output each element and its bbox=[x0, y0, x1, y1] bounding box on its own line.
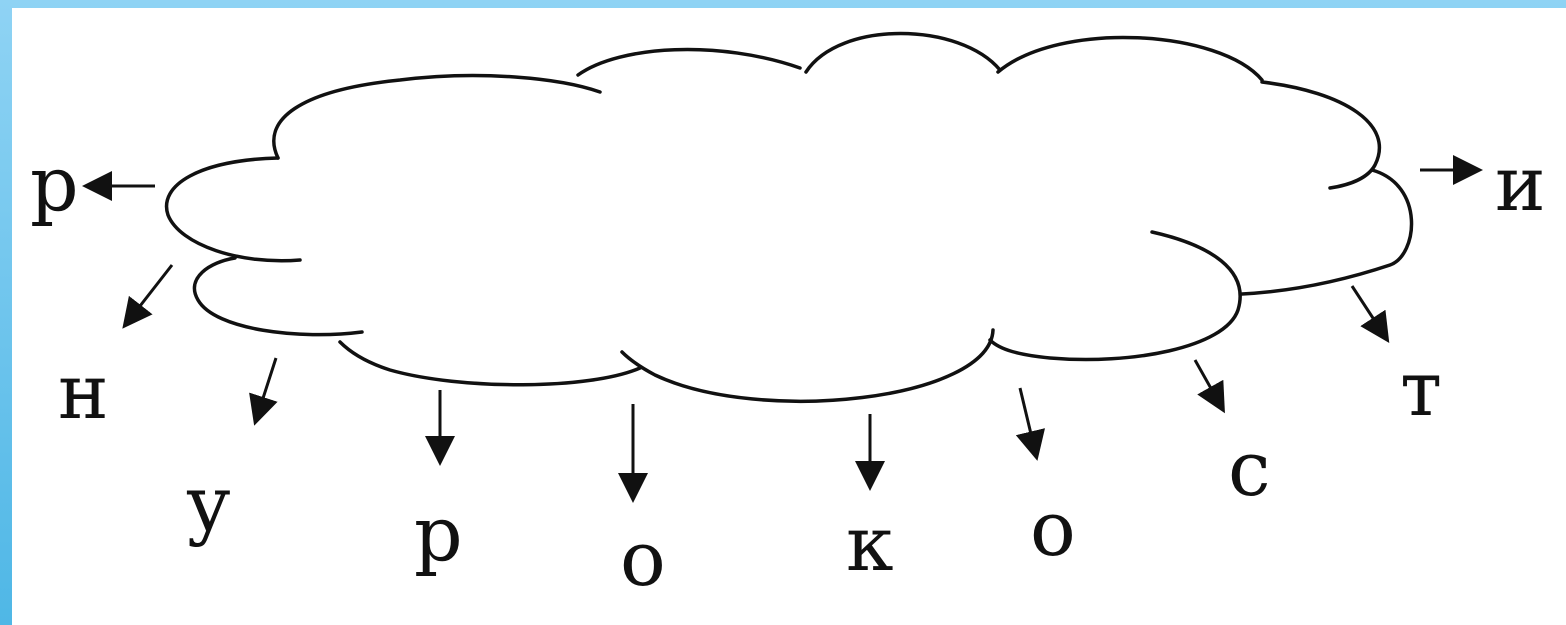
arrows bbox=[82, 155, 1483, 503]
letter-1: р bbox=[30, 139, 79, 228]
arrow-down-4 bbox=[1015, 387, 1046, 461]
letter-8: с bbox=[1228, 424, 1271, 513]
letter-7: о bbox=[1030, 484, 1076, 573]
letter-5: о bbox=[620, 514, 666, 603]
arrow-down-left-2 bbox=[249, 357, 278, 426]
letters: р н у р о к о с т и bbox=[30, 139, 1546, 603]
arrow-down-right-2 bbox=[1350, 285, 1390, 344]
cloud-outline bbox=[164, 31, 1414, 403]
arrow-down-left-1 bbox=[122, 264, 174, 329]
letter-6: к bbox=[846, 499, 894, 588]
letter-9: т bbox=[1400, 344, 1442, 433]
letter-10: и bbox=[1495, 139, 1546, 228]
letter-2: н bbox=[58, 347, 109, 436]
slide-panel bbox=[12, 8, 1566, 625]
arrow-down-right-1 bbox=[1193, 359, 1225, 414]
letter-3: у bbox=[186, 459, 231, 548]
letter-4: р bbox=[414, 489, 463, 578]
